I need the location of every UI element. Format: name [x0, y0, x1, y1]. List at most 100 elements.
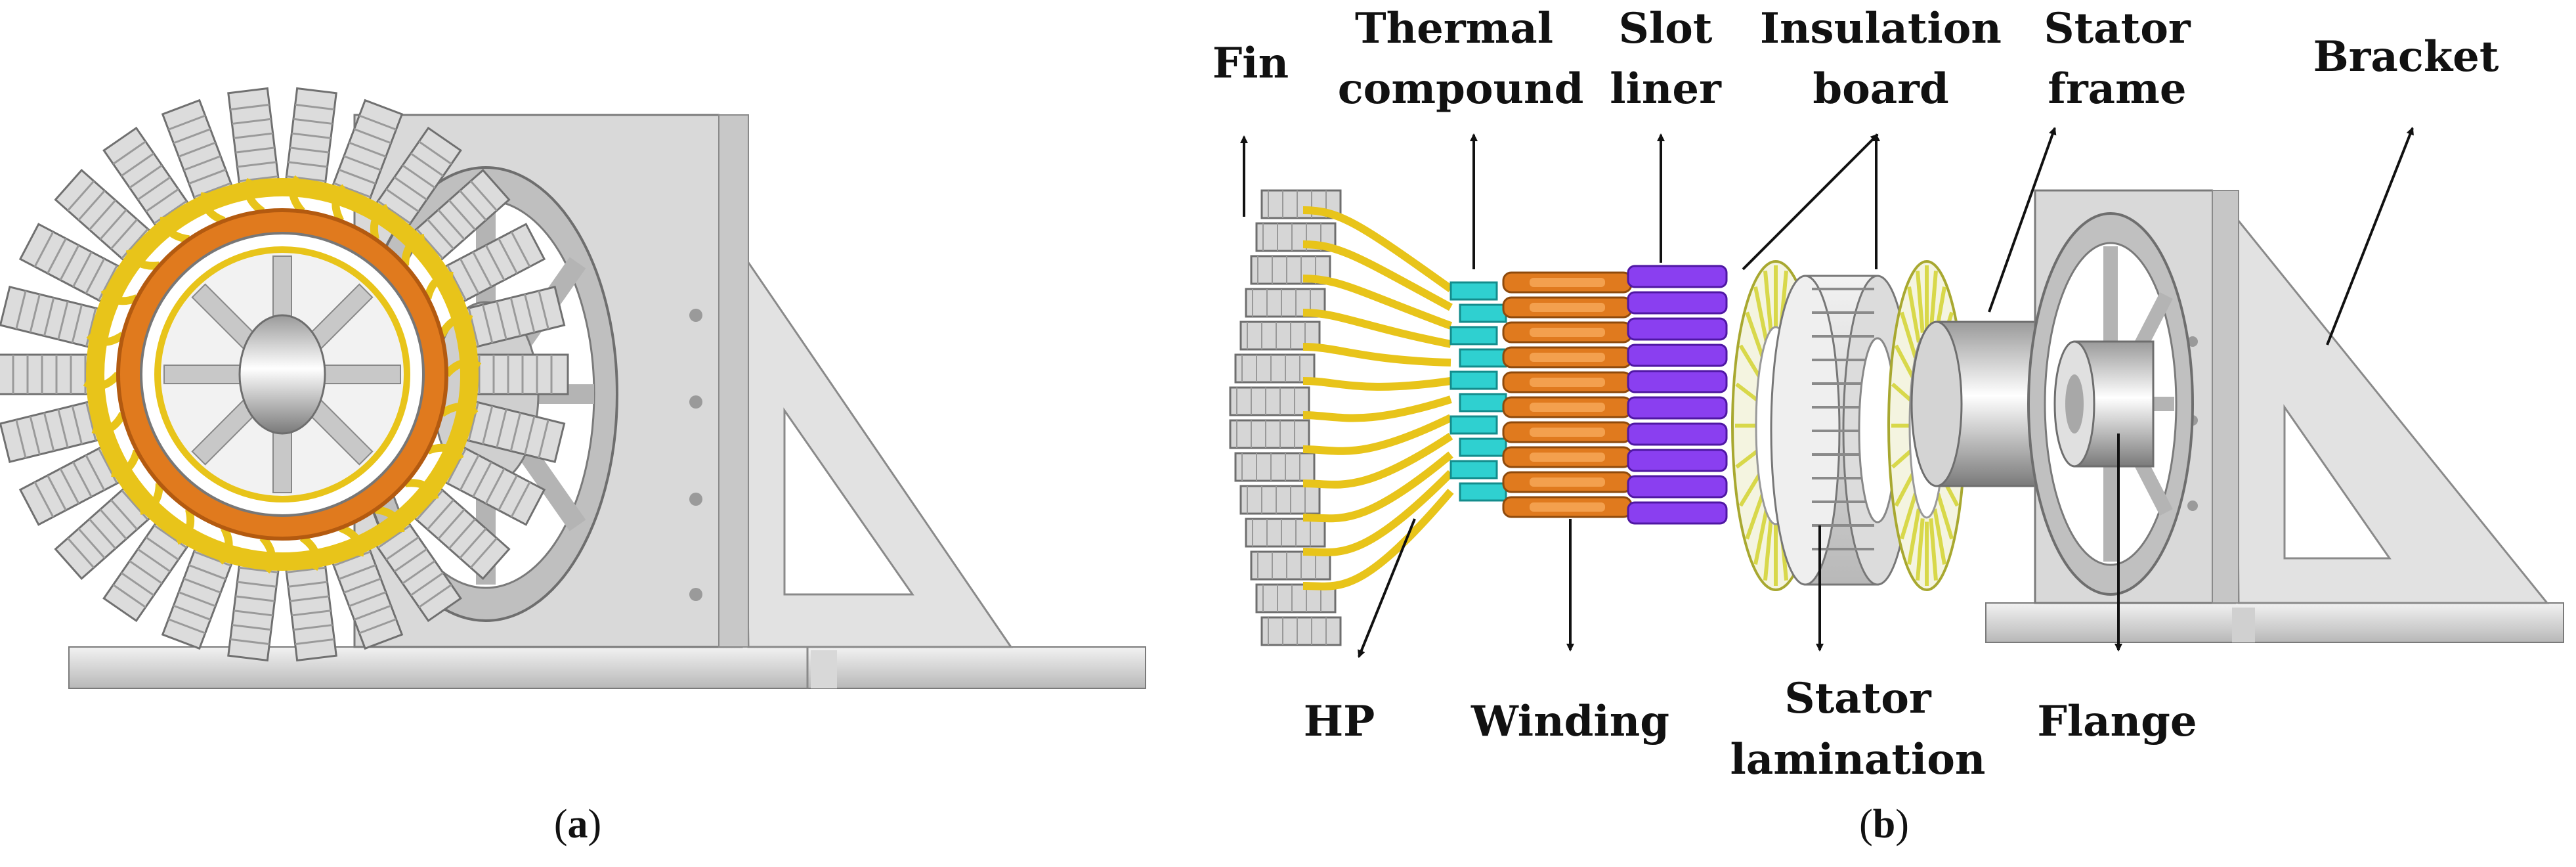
fin-line: [418, 584, 452, 608]
winding-coil-inner: [1530, 303, 1605, 312]
fin-line: [59, 468, 80, 504]
fin-line: [237, 161, 277, 168]
label-slot-liner-line2: liner: [1610, 64, 1722, 114]
fin-line: [43, 412, 55, 452]
fin-line: [472, 461, 492, 498]
fin-line: [57, 409, 69, 448]
fin-line: [377, 524, 411, 549]
fin-line: [333, 182, 371, 198]
heat-pipe: [1302, 240, 1453, 311]
insulation-spoke: [1894, 472, 1915, 507]
insulation-spoke: [1891, 449, 1913, 469]
fin-line: [437, 508, 465, 540]
fin-line: [459, 258, 480, 294]
fin-line: [57, 301, 69, 340]
fin-line: [446, 448, 467, 484]
insulation-spoke: [1763, 518, 1773, 581]
fin-line: [230, 638, 270, 646]
fin-line: [33, 481, 54, 518]
fin-line: [168, 114, 206, 131]
arrow-insulation-board-1: [1742, 133, 1879, 271]
insulation-spoke: [1753, 508, 1769, 565]
fin-line: [67, 180, 95, 211]
fin-line: [498, 238, 518, 274]
fin-line: [235, 595, 275, 602]
panel-b-annotations: [1240, 127, 2414, 658]
slot-liner-segment: [1627, 449, 1728, 472]
insulation-spoke: [1907, 286, 1921, 343]
thermal-compound-block: [1459, 303, 1507, 323]
fin-16: [18, 223, 139, 305]
fin-line: [286, 566, 326, 573]
fin-line: [472, 251, 492, 288]
fin-stack-plate: [1250, 550, 1331, 581]
fin-line: [168, 618, 206, 634]
panel-a-assembly: [0, 87, 1146, 689]
slot-liner-segment: [1627, 475, 1728, 499]
fin-line: [238, 566, 278, 573]
fin-line: [290, 595, 330, 602]
heat-pipe: [1302, 451, 1453, 523]
fin-line: [230, 103, 270, 111]
fin-line: [484, 244, 505, 281]
fin-line: [377, 200, 411, 225]
thermal-compound-block: [1449, 370, 1498, 390]
fin-line: [358, 114, 397, 131]
slot-liner-b: [1627, 265, 1728, 525]
fin-body: [0, 285, 104, 349]
fin-stack-plate: [1239, 485, 1321, 515]
fin-line: [358, 618, 397, 634]
fin-line: [237, 581, 277, 588]
fin-line: [459, 455, 480, 491]
fin-stack-plate: [1234, 452, 1316, 482]
fin-line: [129, 164, 163, 189]
label-flange: Flange: [2037, 697, 2197, 746]
insulation-spoke: [1916, 271, 1925, 333]
fin-line: [137, 548, 171, 573]
fin-line: [286, 175, 326, 183]
fin-line: [291, 610, 332, 617]
panel-b-exploded-assembly: [1229, 189, 2564, 646]
fin-stack-plate: [1260, 616, 1342, 646]
thermal-compound-block: [1449, 281, 1498, 301]
fin-line: [173, 128, 211, 144]
fin-line: [469, 180, 498, 211]
slot-liner-segment: [1627, 317, 1728, 341]
fin-line: [59, 244, 80, 281]
label-slot-liner-line1: Slot: [1619, 4, 1713, 53]
fin-line: [416, 489, 444, 521]
fin-line: [427, 219, 455, 250]
fin-line: [194, 550, 232, 567]
fin-line: [293, 118, 333, 125]
fin-line: [446, 265, 467, 301]
label-stator-frame-line2: frame: [2048, 64, 2186, 114]
fin-line: [510, 481, 531, 518]
winding-coil-inner: [1530, 478, 1605, 487]
fin-line: [71, 405, 83, 445]
winding-coil-inner: [1530, 353, 1605, 362]
fin-line: [496, 301, 507, 340]
winding-coil-inner: [1530, 278, 1605, 287]
heat-pipes-b: [1302, 206, 1454, 590]
arrow-hp: [1358, 518, 1416, 658]
fin-line: [71, 304, 83, 344]
fin-line: [338, 564, 376, 581]
fin-line: [295, 103, 335, 111]
fin-line: [232, 118, 272, 125]
insulation-spoke: [1753, 286, 1769, 343]
fin-line: [343, 155, 381, 171]
winding-coil-inner: [1530, 428, 1605, 437]
fin-line: [121, 228, 149, 259]
insulation-spoke: [1763, 271, 1773, 333]
thermal-compound-block: [1449, 326, 1498, 345]
insulation-spoke: [1899, 311, 1918, 359]
winding-coil-inner: [1530, 403, 1605, 412]
fin-line: [188, 564, 226, 581]
fin-line: [47, 238, 67, 274]
fin-line: [110, 499, 138, 530]
heat-pipe: [1302, 275, 1453, 330]
bracket-b: [2234, 213, 2550, 604]
fin-line: [437, 209, 465, 240]
fin-line: [121, 152, 155, 177]
fin-line: [467, 307, 479, 347]
